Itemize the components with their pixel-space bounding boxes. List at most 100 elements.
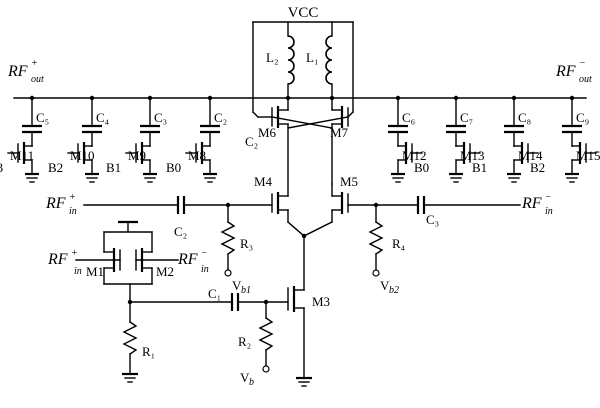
resistor-r2: R₂ V b xyxy=(238,301,274,388)
left-switch-label-1: M11 xyxy=(10,148,34,163)
resistor-r1: R₁ xyxy=(122,321,155,383)
balun-rf-in-minus: RF − in xyxy=(177,248,209,275)
balun-tail xyxy=(75,259,179,323)
vb1-label: V xyxy=(232,278,242,293)
transistor-m4: M4 xyxy=(254,174,289,223)
rf-out-minus-base: RF xyxy=(555,63,576,80)
bal-in-minus-base: RF xyxy=(177,251,198,268)
tail-node xyxy=(287,221,333,291)
inductor-l1-label: L₁ xyxy=(306,50,318,65)
bal-in-minus-sub: in xyxy=(201,264,209,275)
cap-c1-label: C₁ xyxy=(208,286,221,301)
right-switch-label-4: M15 xyxy=(576,148,600,163)
cap-c1-path: C₁ xyxy=(129,286,289,311)
left-bit-label-3: B1 xyxy=(106,160,121,175)
left-switch-label-4: M8 xyxy=(188,148,206,163)
right-cap-label-4: C₉ xyxy=(576,110,589,125)
transistor-m5: M5 xyxy=(331,174,358,223)
rf-in-plus-sub: in xyxy=(69,206,77,217)
left-bank-unit-1: C₅ M11B3 xyxy=(0,95,49,183)
vb2-sub: b2 xyxy=(389,285,399,296)
resistor-r3: R₃ V b1 xyxy=(220,204,253,296)
rf-out-plus-base: RF xyxy=(7,63,28,80)
left-switch-label-2: M10 xyxy=(70,148,95,163)
m1-label: M1 xyxy=(86,264,104,279)
transistor-m3: M3 xyxy=(287,286,330,387)
left-cap-label-1: C₅ xyxy=(36,110,49,125)
r2-label: R₂ xyxy=(238,334,251,349)
resistor-r4: R₄ V b2 xyxy=(368,204,406,296)
transistor-m1: M1 xyxy=(86,248,121,285)
cap-c2-label: C₂ xyxy=(174,224,187,239)
left-cap-label-3: C₃ xyxy=(154,110,167,125)
vb-label: V xyxy=(240,370,250,385)
left-bit-label-2: B2 xyxy=(48,160,63,175)
rf-input-plus: RF + in C₂ xyxy=(45,192,273,239)
left-bit-label-4: B0 xyxy=(166,160,181,175)
vcc-label: VCC xyxy=(288,5,319,21)
m3-label: M3 xyxy=(312,294,330,309)
transistor-m2: M2 xyxy=(135,248,174,285)
transistor-m6: M6 C₂ xyxy=(245,97,289,185)
right-cap-label-1: C₆ xyxy=(402,110,415,125)
left-cap-label-2: C₄ xyxy=(96,110,110,125)
rf-out-plus-sub: out xyxy=(31,74,44,85)
rf-output-minus: RF − out xyxy=(555,58,592,85)
cap-c3-label: C₃ xyxy=(426,212,439,227)
right-bit-label-2: B1 xyxy=(472,160,487,175)
m5-label: M5 xyxy=(340,174,358,189)
rf-in-minus-sub: in xyxy=(545,206,553,217)
bal-in-minus-sup: − xyxy=(201,248,208,259)
bal-in-plus-base: RF xyxy=(47,251,68,268)
bal-in-plus-sub: in xyxy=(74,266,82,277)
m4-label: M4 xyxy=(254,174,273,189)
vb-sub: b xyxy=(249,377,254,388)
m6-label: M6 xyxy=(258,125,277,140)
right-cap-label-3: C₈ xyxy=(518,110,531,125)
r1-label: R₁ xyxy=(142,344,155,359)
right-bit-label-3: B2 xyxy=(530,160,545,175)
right-switch-label-1: M12 xyxy=(402,148,427,163)
rf-in-plus-base: RF xyxy=(45,195,66,212)
m7-label: M7 xyxy=(330,125,349,140)
rf-out-plus-sup: + xyxy=(31,58,38,69)
left-bit-label-1: B3 xyxy=(0,160,3,175)
rf-out-minus-sub: out xyxy=(579,74,592,85)
right-bank-unit-4: C₉ M15 xyxy=(562,95,600,183)
bal-in-plus-sup: + xyxy=(71,248,78,259)
tank-inductor-l1: L₁ xyxy=(306,21,354,113)
right-switch-label-3: M14 xyxy=(518,148,543,163)
tank-inductor-l2: L₂ xyxy=(252,21,295,113)
rf-in-plus-sup: + xyxy=(69,192,76,203)
transistor-m7: M7 xyxy=(330,97,354,185)
rf-output-plus: RF + out xyxy=(7,58,44,85)
m6-cap-label: C₂ xyxy=(245,134,258,149)
left-switch-label-3: M9 xyxy=(128,148,146,163)
cross-couple-wires xyxy=(271,116,349,129)
balun-supply xyxy=(103,220,153,253)
right-bit-label-1: B0 xyxy=(414,160,429,175)
right-switch-label-2: M13 xyxy=(460,148,485,163)
vcc-supply: VCC xyxy=(252,5,354,23)
left-cap-label-4: C₂ xyxy=(214,110,227,125)
balun-rf-in-plus: RF + in xyxy=(47,248,82,277)
m2-label: M2 xyxy=(156,264,174,279)
rf-in-minus-sup: − xyxy=(545,192,552,203)
vb2-label: V xyxy=(380,278,390,293)
r3-label: R₃ xyxy=(240,236,253,251)
rf-out-minus-sup: − xyxy=(579,58,586,69)
vb1-sub: b1 xyxy=(241,285,251,296)
rf-in-minus-base: RF xyxy=(521,195,542,212)
output-rail xyxy=(13,95,587,101)
right-cap-label-2: C₇ xyxy=(460,110,473,125)
